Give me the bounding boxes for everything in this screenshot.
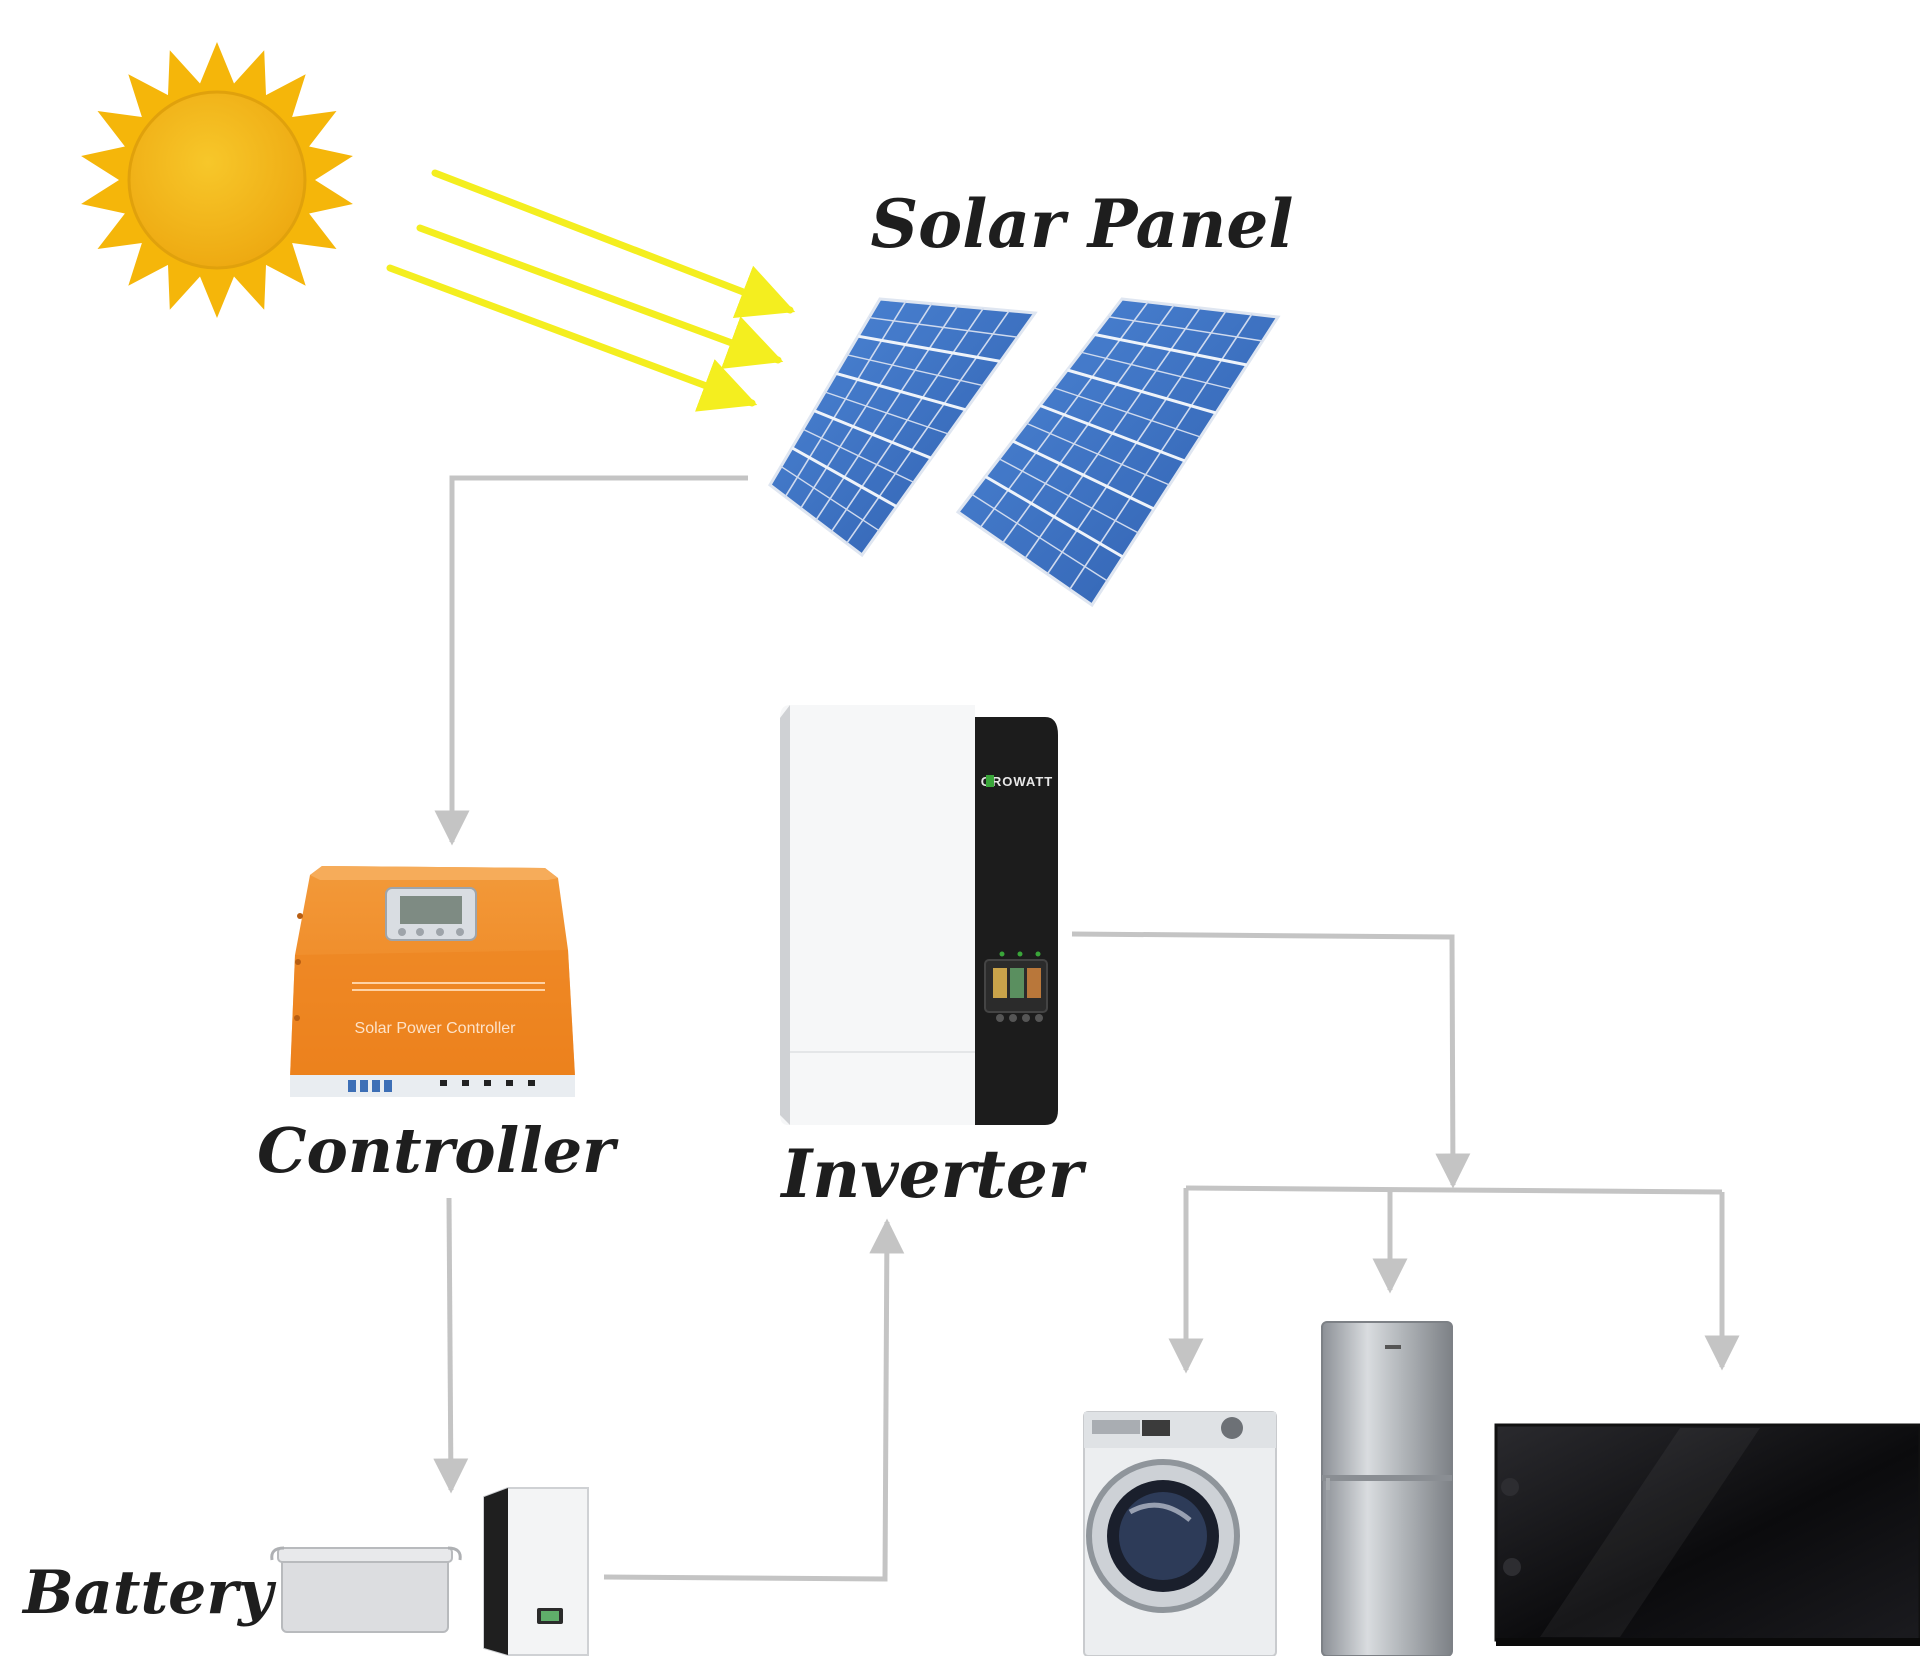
loads-bus-line	[1185, 1185, 1723, 1195]
battery-label: Battery	[21, 1558, 277, 1628]
panel-cell-divider	[846, 354, 984, 387]
panel-cell-divider	[1094, 333, 1248, 367]
inverter-label: Inverter	[779, 1135, 1086, 1213]
controller-face-text: Solar Power Controller	[355, 1020, 517, 1037]
panel-cell-divider	[824, 391, 949, 435]
inverter-icon: GROWATT	[780, 705, 1058, 1125]
panel-cell-divider	[791, 446, 898, 508]
panel-to-controller-line	[434, 475, 748, 846]
battery-to-inverter-line	[603, 1218, 905, 1582]
sunlight-arrow	[431, 169, 796, 318]
panel-cell-divider	[868, 316, 1018, 338]
panel-cell-divider	[1026, 422, 1170, 486]
refrigerator-icon	[1321, 1321, 1453, 1656]
washing-machine-icon	[1083, 1411, 1277, 1656]
panel-cell-divider	[835, 371, 967, 412]
panel-cell-divider	[857, 334, 1001, 363]
wall-battery-icon	[483, 1487, 589, 1656]
panel-cell-divider	[1108, 316, 1263, 342]
sun-icon	[81, 42, 353, 318]
sunlight-arrow	[416, 224, 784, 369]
panel-cell-divider	[813, 409, 932, 460]
connector-lines	[433, 475, 1740, 1582]
television-icon	[1494, 1423, 1920, 1646]
panel-cell-divider	[780, 465, 880, 532]
panel-cell-divider	[998, 458, 1139, 534]
inverter-to-loads-line	[1071, 931, 1471, 1189]
solar-panel-icon	[768, 297, 1281, 608]
panel-cell-divider	[802, 428, 915, 484]
panel-cell-divider	[1053, 387, 1201, 438]
charge-controller-icon: Solar Power Controller	[290, 866, 575, 1097]
panel-cell-divider	[1039, 404, 1186, 463]
panel-cell-divider	[1080, 351, 1232, 390]
lead-acid-battery-icon	[270, 1546, 462, 1633]
controller-to-battery-line	[433, 1197, 469, 1494]
inverter-brand-text: GROWATT	[981, 774, 1053, 789]
panel-cell-divider	[1012, 439, 1155, 511]
controller-label: Controller	[257, 1114, 619, 1187]
panel-cell-divider	[971, 493, 1108, 582]
panel-cell-divider	[1066, 368, 1217, 415]
sunlight-arrow	[386, 264, 758, 412]
panel-cell-divider	[984, 475, 1124, 559]
sunlight-arrows	[386, 169, 796, 412]
solar-panel-label: Solar Panel	[871, 185, 1294, 263]
